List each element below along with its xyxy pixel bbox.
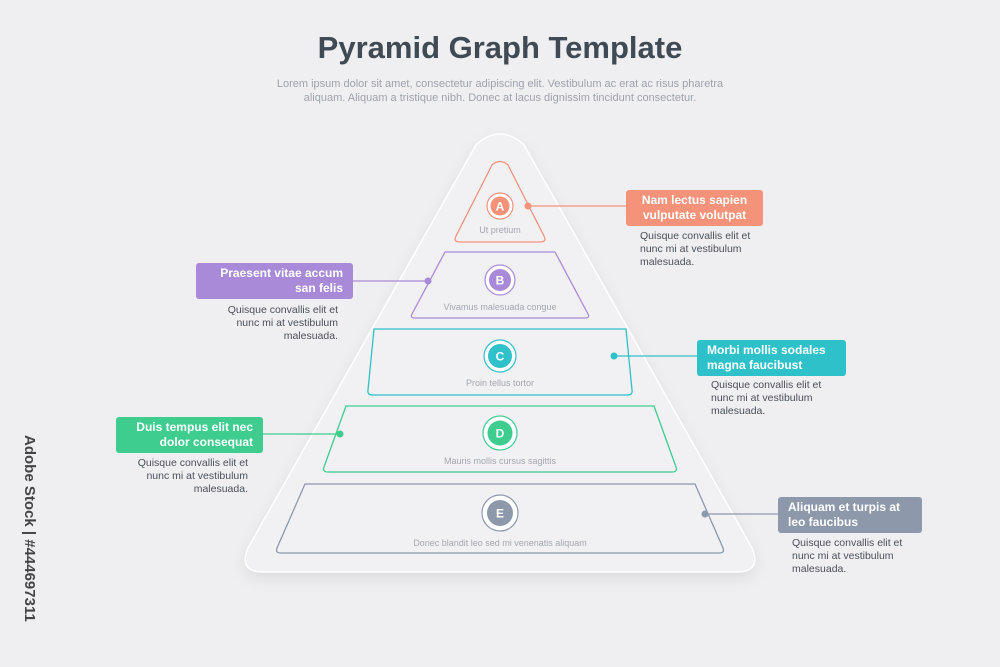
label-a-heading: Nam lectus sapien vulputate volutpat [626, 190, 763, 226]
connector-d [262, 430, 344, 438]
connector-c [610, 352, 697, 360]
badge-d: D [482, 415, 518, 451]
stock-watermark: Adobe Stock | #444697311 [21, 435, 38, 622]
label-d-text: Quisque convallis elit et nunc mi at ves… [137, 457, 248, 495]
level-d-outline [322, 405, 678, 473]
level-e-outline [275, 483, 725, 554]
level-c-caption: Proin tellus tortor [466, 378, 534, 388]
level-b-outline [410, 251, 590, 319]
label-a-text: Quisque convallis elit et nunc mi at ves… [640, 230, 751, 268]
badge-c-letter: C [496, 350, 505, 364]
label-b-heading: Praesent vitae accum san felis [196, 263, 353, 299]
badge-e: E [481, 494, 519, 532]
badge-b-letter: B [496, 274, 505, 288]
label-d-heading: Duis tempus elit nec dolor consequat [116, 417, 263, 453]
label-e-text: Quisque convallis elit et nunc mi at ves… [792, 537, 903, 575]
page-subtitle: Lorem ipsum dolor sit amet, consectetur … [276, 78, 724, 104]
level-c-outline [367, 328, 633, 396]
connector-b [352, 277, 432, 285]
label-c-text: Quisque convallis elit et nunc mi at ves… [711, 379, 822, 417]
label-c-heading: Morbi mollis sodales magna faucibust [697, 340, 846, 376]
connector-e [701, 510, 778, 518]
level-a-outline [454, 160, 546, 243]
connector-a [524, 202, 626, 210]
page-title: Pyramid Graph Template [317, 30, 683, 65]
badge-e-letter: E [496, 507, 504, 521]
level-a-caption: Ut pretium [479, 225, 521, 235]
level-e-caption: Donec blandit leo sed mi venenatis aliqu… [413, 538, 587, 548]
badge-c: C [483, 339, 517, 373]
level-d-caption: Mauris mollis cursus sagittis [444, 456, 557, 466]
label-e-heading: Aliquam et turpis at leo faucibus [778, 497, 922, 533]
badge-a: A [486, 192, 514, 220]
level-b-caption: Vivamus malesuada congue [444, 302, 557, 312]
badge-b: B [484, 264, 516, 296]
badge-d-letter: D [496, 427, 505, 441]
label-b-text: Quisque convallis elit et nunc mi at ves… [227, 304, 338, 342]
badge-a-letter: A [496, 200, 505, 214]
